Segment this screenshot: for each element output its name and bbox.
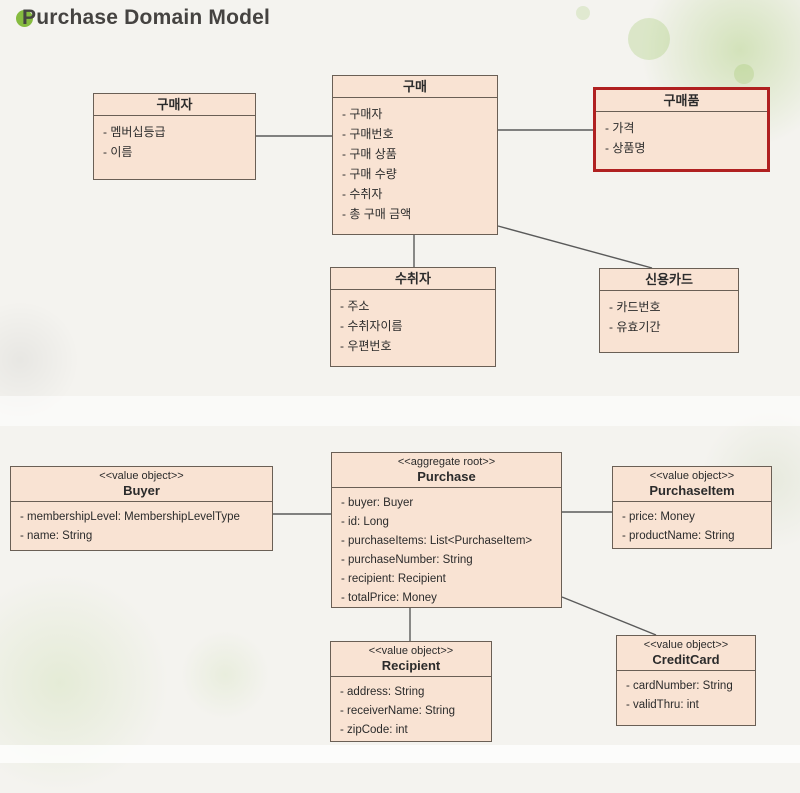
attribute: - productName: String <box>622 530 735 542</box>
class-box-credit-card-kr: 신용카드 - 카드번호 - 유효기간 <box>599 268 739 353</box>
class-name: 수취자 <box>395 271 431 286</box>
attribute: - 구매자 <box>342 107 383 121</box>
class-box-buyer-kr: 구매자 - 멤버십등급 - 이름 <box>93 93 256 180</box>
attribute: - recipient: Recipient <box>341 573 446 585</box>
attribute: - validThru: int <box>626 699 699 711</box>
attribute-list: - cardNumber: String - validThru: int <box>617 671 755 721</box>
attribute: - 이름 <box>103 145 133 159</box>
attribute-list: - address: String - receiverName: String… <box>331 677 491 741</box>
class-name: Purchase <box>417 469 476 484</box>
attribute: - receiverName: String <box>340 705 456 717</box>
attribute: - 카드번호 <box>609 300 661 314</box>
connector-purchase-creditcard-kr <box>497 225 653 269</box>
class-name: 구매품 <box>663 93 700 108</box>
attribute: - 우편번호 <box>340 339 392 353</box>
connector-purchase-creditcard <box>561 596 657 636</box>
attribute-list: - membershipLevel: MembershipLevelType -… <box>11 502 272 550</box>
class-box-buyer: <<value object>> Buyer - membershipLevel… <box>10 466 273 551</box>
attribute: - 구매 상품 <box>342 147 397 161</box>
attribute: - 가격 <box>605 121 635 135</box>
attribute: - cardNumber: String <box>626 680 733 692</box>
green-circle-icon <box>16 9 33 27</box>
class-header: 수취자 <box>331 268 495 290</box>
attribute: - totalPrice: Money <box>341 592 437 604</box>
class-name: CreditCard <box>652 652 720 667</box>
attribute-list: - 가격 - 상품명 <box>596 112 767 164</box>
class-name: 구매 <box>403 79 427 94</box>
class-name: 구매자 <box>156 97 193 112</box>
page-title: Purchase Domain Model <box>22 6 271 29</box>
class-box-purchase: <<aggregate root>> Purchase - buyer: Buy… <box>331 452 562 608</box>
attribute: - name: String <box>20 530 93 542</box>
attribute-list: - 멤버십등급 - 이름 <box>94 116 255 168</box>
class-header: <<value object>> PurchaseItem <box>613 467 771 502</box>
class-stereotype: <<aggregate root>> <box>397 456 496 468</box>
attribute: - 총 구매 금액 <box>342 207 412 221</box>
class-name: 신용카드 <box>645 272 693 287</box>
class-box-recipient-kr: 수취자 - 주소 - 수취자이름 - 우편번호 <box>330 267 496 367</box>
class-name: Recipient <box>381 658 441 673</box>
connector-layer <box>256 129 657 641</box>
class-stereotype: <<value object>> <box>643 639 729 651</box>
class-box-purchase-item-kr: 구매품 - 가격 - 상품명 <box>593 87 770 172</box>
attribute: - 구매 수량 <box>342 167 397 181</box>
attribute: - 유효기간 <box>609 320 661 334</box>
attribute: - 수취자이름 <box>340 319 403 333</box>
attribute: - zipCode: int <box>340 724 408 736</box>
attribute: - 주소 <box>340 299 370 313</box>
attribute-list: - 카드번호 - 유효기간 <box>600 291 738 343</box>
attribute: - price: Money <box>622 511 695 523</box>
class-box-credit-card: <<value object>> CreditCard - cardNumber… <box>616 635 756 726</box>
attribute: - purchaseItems: List<PurchaseItem> <box>341 535 533 547</box>
page-title-row: Purchase Domain Model <box>16 6 270 30</box>
class-header: 신용카드 <box>600 269 738 291</box>
class-header: <<value object>> CreditCard <box>617 636 755 671</box>
attribute: - 상품명 <box>605 141 646 155</box>
class-stereotype: <<value object>> <box>368 645 454 657</box>
attribute: - id: Long <box>341 516 389 528</box>
class-header: <<value object>> Recipient <box>331 642 491 677</box>
class-name: PurchaseItem <box>649 483 735 498</box>
attribute: - 수취자 <box>342 187 383 201</box>
attribute-list: - 구매자 - 구매번호 - 구매 상품 - 구매 수량 - 수취자 - 총 구… <box>333 98 497 230</box>
class-header: 구매자 <box>94 94 255 116</box>
class-box-recipient: <<value object>> Recipient - address: St… <box>330 641 492 742</box>
attribute: - membershipLevel: MembershipLevelType <box>20 511 240 523</box>
class-box-purchase-kr: 구매 - 구매자 - 구매번호 - 구매 상품 - 구매 수량 - 수취자 - … <box>332 75 498 235</box>
attribute-list: - buyer: Buyer - id: Long - purchaseItem… <box>332 488 561 607</box>
class-stereotype: <<value object>> <box>649 470 735 482</box>
attribute: - 멤버십등급 <box>103 125 166 139</box>
attribute: - buyer: Buyer <box>341 497 414 509</box>
class-name: Buyer <box>123 483 160 498</box>
class-box-purchase-item: <<value object>> PurchaseItem - price: M… <box>612 466 772 549</box>
class-header: 구매품 <box>596 90 767 112</box>
attribute: - address: String <box>340 686 425 698</box>
attribute: - purchaseNumber: String <box>341 554 473 566</box>
attribute: - 구매번호 <box>342 127 394 141</box>
class-header: <<value object>> Buyer <box>11 467 272 502</box>
class-stereotype: <<value object>> <box>99 470 184 482</box>
attribute-list: - price: Money - productName: String <box>613 502 771 548</box>
class-header: <<aggregate root>> Purchase <box>332 453 561 488</box>
class-header: 구매 <box>333 76 497 98</box>
attribute-list: - 주소 - 수취자이름 - 우편번호 <box>331 290 495 362</box>
